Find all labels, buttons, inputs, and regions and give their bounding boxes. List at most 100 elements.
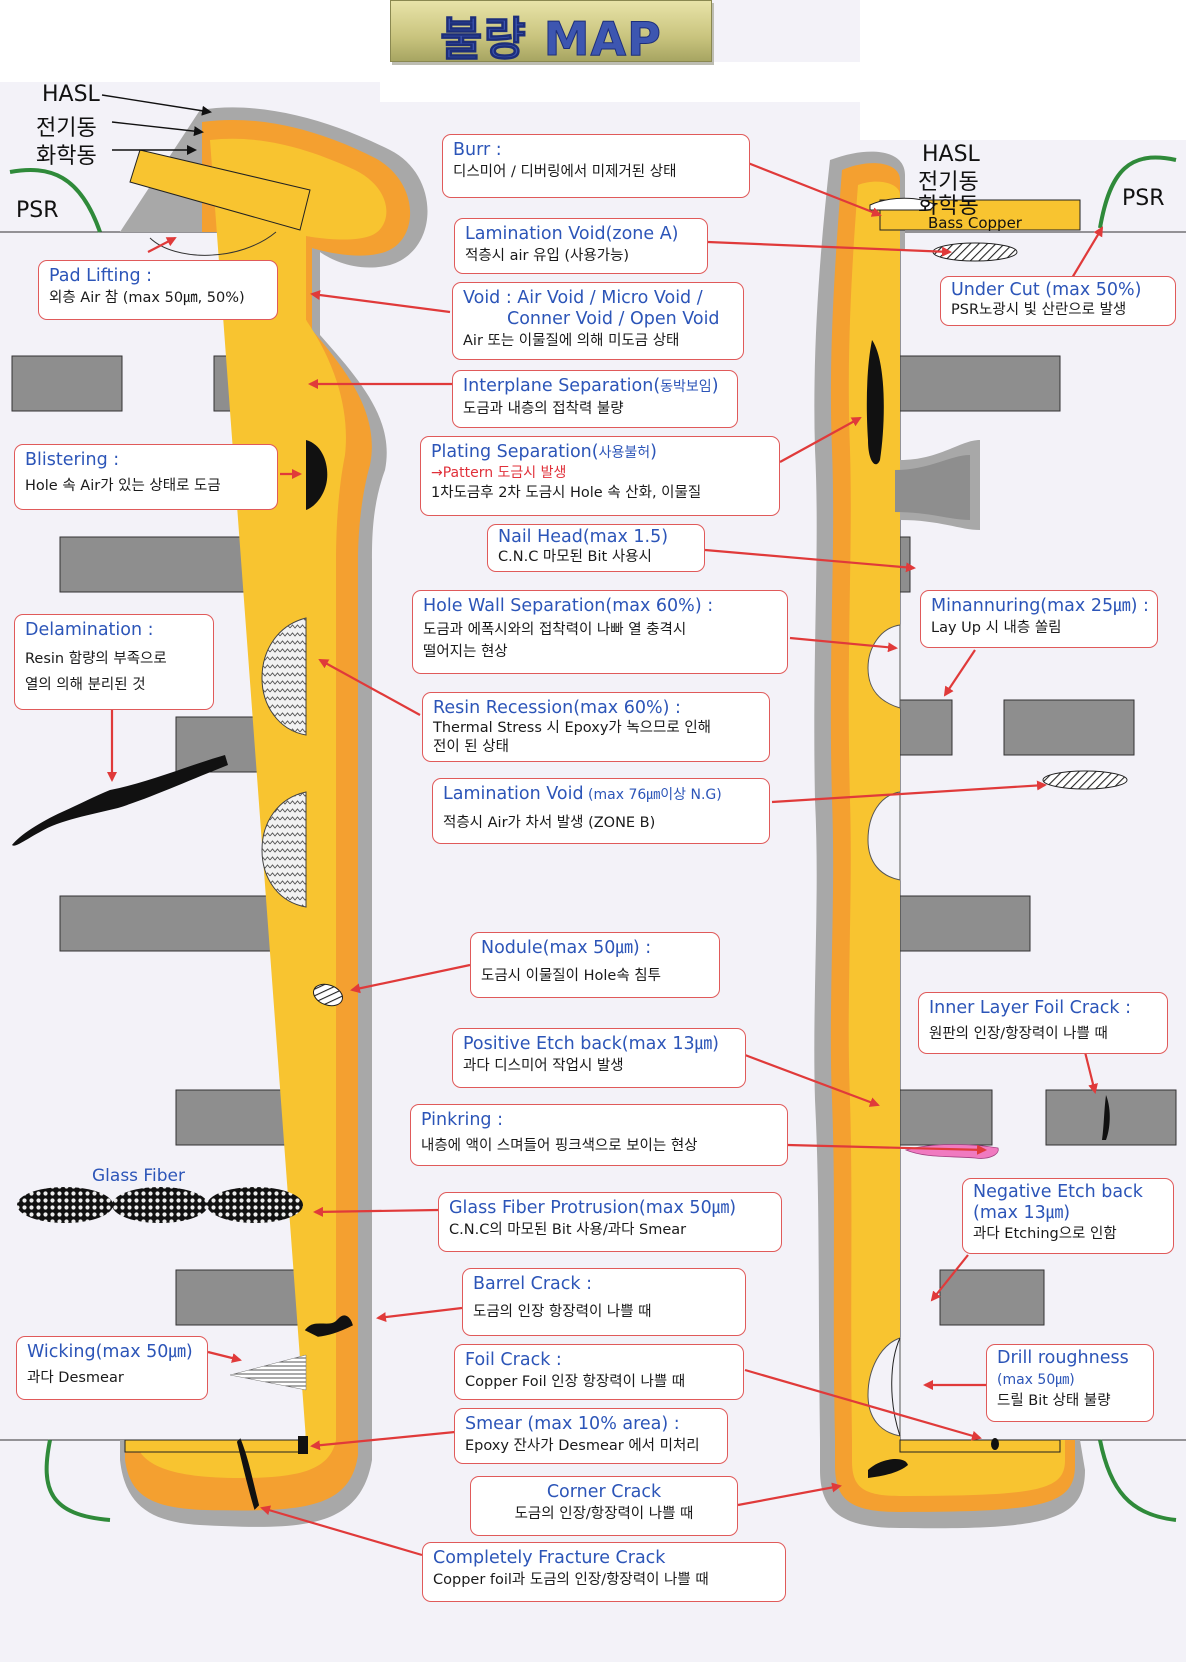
callout-positive-etch-back: Positive Etch back(max 13㎛) 과다 디스미어 작업시 … xyxy=(452,1028,746,1088)
callout-hole-wall-separation: Hole Wall Separation(max 60%) : 도금과 에폭시와… xyxy=(412,590,788,674)
wicking-desc: 과다 Desmear xyxy=(27,1367,197,1389)
base-copper-label: Bass Copper xyxy=(928,214,1022,232)
under-cut-desc: PSR노광시 빛 산란으로 발생 xyxy=(951,301,1165,319)
callout-corner-crack: Corner Crack 도금의 인장/항장력이 나쁠 때 xyxy=(470,1476,738,1536)
callout-pinkring: Pinkring : 내층에 액이 스며들어 핑크색으로 보이는 현상 xyxy=(410,1104,788,1166)
lamination-void-b-title: Lamination Void (max 76㎛이상 N.G) xyxy=(443,784,759,806)
barrel-crack-title: Barrel Crack : xyxy=(473,1274,735,1295)
interplane-separation-title: Interplane Separation(동박보임) xyxy=(463,376,727,398)
lamination-void-b-mark xyxy=(1043,771,1127,789)
callout-glass-fiber-protrusion: Glass Fiber Protrusion(max 50㎛) C.N.C의 마… xyxy=(438,1192,782,1252)
glass-fiber-label: Glass Fiber xyxy=(92,1166,185,1186)
callout-delamination: Delamination : Resin 함량의 부족으로 열의 의해 분리된 … xyxy=(14,614,214,710)
corner-crack-title: Corner Crack xyxy=(481,1482,727,1503)
drill-roughness-desc: 드릴 Bit 상태 불량 xyxy=(997,1391,1143,1411)
smear-desc: Epoxy 잔사가 Desmear 에서 미처리 xyxy=(465,1435,717,1457)
burr-desc: 디스미어 / 디버링에서 미제거된 상태 xyxy=(453,161,739,183)
minannuring-desc: Lay Up 시 내층 쏠림 xyxy=(931,617,1147,639)
hole-wall-separation-desc-2: 떨어지는 현상 xyxy=(423,641,777,663)
callout-lamination-void-b: Lamination Void (max 76㎛이상 N.G) 적층시 Air가… xyxy=(432,778,770,844)
minannuring-title: Minannuring(max 25㎛) : xyxy=(931,596,1147,617)
interplane-separation-desc: 도금과 내층의 접착력 불량 xyxy=(463,398,727,420)
glass-fiber-protrusion-title: Glass Fiber Protrusion(max 50㎛) xyxy=(449,1198,771,1219)
corner-crack-desc: 도금의 인장/항장력이 나쁠 때 xyxy=(481,1503,727,1525)
inner-layer-foil-crack-title: Inner Layer Foil Crack : xyxy=(929,998,1157,1019)
inner-layer-foil-crack-desc: 원판의 인장/항장력이 나쁠 때 xyxy=(929,1023,1157,1045)
positive-etch-back-desc: 과다 디스미어 작업시 발생 xyxy=(463,1055,735,1077)
pinkring-title: Pinkring : xyxy=(421,1110,777,1131)
nodule-title: Nodule(max 50㎛) : xyxy=(481,938,709,959)
callout-pad-lifting: Pad Lifting : 외층 Air 참 (max 50㎛, 50%) xyxy=(38,260,278,320)
hole-wall-separation-title: Hole Wall Separation(max 60%) : xyxy=(423,596,777,617)
callout-interplane-separation: Interplane Separation(동박보임) 도금과 내층의 접착력 … xyxy=(452,370,738,428)
callout-smear: Smear (max 10% area) : Epoxy 잔사가 Desmear… xyxy=(454,1408,728,1464)
lamination-void-a-desc: 적층시 air 유입 (사용가능) xyxy=(465,245,697,267)
page-title: 불량 MAP xyxy=(391,3,711,69)
callout-blistering: Blistering : Hole 속 Air가 있는 상태로 도금 xyxy=(14,444,278,510)
nodule-desc: 도금시 이물질이 Hole속 침투 xyxy=(481,965,709,987)
nail-head-desc: C.N.C 마모된 Bit 사용시 xyxy=(498,548,694,566)
burr-title: Burr : xyxy=(453,140,739,161)
psr-label-left: PSR xyxy=(16,198,59,223)
callout-burr: Burr : 디스미어 / 디버링에서 미제거된 상태 xyxy=(442,134,750,198)
resin-recession-desc: Thermal Stress 시 Epoxy가 녹으므로 인해 xyxy=(433,719,759,738)
glass-fiber-protrusion-desc: C.N.C의 마모된 Bit 사용/과다 Smear xyxy=(449,1219,771,1241)
wicking-title: Wicking(max 50㎛) xyxy=(27,1342,197,1363)
callout-foil-crack: Foil Crack : Copper Foil 인장 항장력이 나쁠 때 xyxy=(454,1344,744,1400)
void-desc: Air 또는 이물질에 의해 미도금 상태 xyxy=(463,330,733,352)
callout-wicking: Wicking(max 50㎛) 과다 Desmear xyxy=(16,1336,208,1400)
title-banner: 불량 MAP xyxy=(390,0,712,62)
void-title-2: Conner Void / Open Void xyxy=(463,309,733,330)
hole-wall-separation-desc: 도금과 에폭시와의 접착력이 나빠 열 충격시 xyxy=(423,619,777,641)
callout-under-cut: Under Cut (max 50%) PSR노광시 빛 산란으로 발생 xyxy=(940,276,1176,326)
blistering-desc: Hole 속 Air가 있는 상태로 도금 xyxy=(25,475,267,497)
resin-recession-title: Resin Recession(max 60%) : xyxy=(433,698,759,719)
smear-title: Smear (max 10% area) : xyxy=(465,1414,717,1435)
lamination-void-b-desc: 적층시 Air가 차서 발생 (ZONE B) xyxy=(443,812,759,834)
blistering-title: Blistering : xyxy=(25,450,267,471)
completely-fracture-crack-desc: Copper foil과 도금의 인장/항장력이 나쁠 때 xyxy=(433,1569,775,1591)
drill-roughness-title: Drill roughness xyxy=(997,1348,1143,1369)
under-cut-title: Under Cut (max 50%) xyxy=(951,280,1165,301)
resin-recession-desc-2: 전이 된 상태 xyxy=(433,738,759,757)
lamination-void-a-title: Lamination Void(zone A) xyxy=(465,224,697,245)
callout-void: Void : Air Void / Micro Void / Conner Vo… xyxy=(452,282,744,360)
callout-minannuring: Minannuring(max 25㎛) : Lay Up 시 내층 쏠림 xyxy=(920,590,1158,648)
plating-separation-desc: 1차도금후 2차 도금시 Hole 속 산화, 이물질 xyxy=(431,482,769,504)
negative-etch-back-desc: 과다 Etching으로 인함 xyxy=(973,1224,1163,1244)
psr-label-right: PSR xyxy=(1122,186,1165,211)
callout-nodule: Nodule(max 50㎛) : 도금시 이물질이 Hole속 침투 xyxy=(470,932,720,998)
callout-lamination-void-a: Lamination Void(zone A) 적층시 air 유입 (사용가능… xyxy=(454,218,708,274)
delamination-desc: Resin 함량의 부족으로 xyxy=(25,645,203,673)
hasl-label-left: HASL xyxy=(42,82,100,107)
plating-separation-note: →Pattern 도금시 발생 xyxy=(431,464,769,482)
foil-crack-desc: Copper Foil 인장 항장력이 나쁠 때 xyxy=(465,1371,733,1393)
negative-etch-back-title: Negative Etch back xyxy=(973,1182,1163,1203)
negative-etch-back-title-2: (max 13㎛) xyxy=(973,1203,1163,1224)
glass-fiber-bundles xyxy=(17,1187,303,1223)
void-title: Void : Air Void / Micro Void / xyxy=(463,288,733,309)
delamination-mark xyxy=(12,755,228,846)
callout-drill-roughness: Drill roughness (max 50㎛) 드릴 Bit 상태 불량 xyxy=(986,1344,1154,1422)
pad-lifting-desc: 외층 Air 참 (max 50㎛, 50%) xyxy=(49,287,267,309)
delamination-title: Delamination : xyxy=(25,620,203,641)
callout-plating-separation: Plating Separation(사용불허) →Pattern 도금시 발생… xyxy=(420,436,780,516)
callout-negative-etch-back: Negative Etch back (max 13㎛) 과다 Etching으… xyxy=(962,1178,1174,1254)
callout-nail-head: Nail Head(max 1.5) C.N.C 마모된 Bit 사용시 xyxy=(487,524,705,572)
wicking-mark xyxy=(230,1355,306,1390)
callout-completely-fracture-crack: Completely Fracture Crack Copper foil과 도… xyxy=(422,1542,786,1602)
foil-crack-title: Foil Crack : xyxy=(465,1350,733,1371)
drill-roughness-title-2: (max 50㎛) xyxy=(997,1369,1143,1391)
delamination-desc-2: 열의 의해 분리된 것 xyxy=(25,673,203,697)
pad-lifting-title: Pad Lifting : xyxy=(49,266,267,287)
callout-inner-layer-foil-crack: Inner Layer Foil Crack : 원판의 인장/항장력이 나쁠 … xyxy=(918,992,1168,1054)
callout-barrel-crack: Barrel Crack : 도금의 인장 항장력이 나쁠 때 xyxy=(462,1268,746,1336)
callout-resin-recession: Resin Recession(max 60%) : Thermal Stres… xyxy=(422,692,770,762)
completely-fracture-crack-title: Completely Fracture Crack xyxy=(433,1548,775,1569)
plating-separation-title: Plating Separation(사용불허) xyxy=(431,442,769,464)
positive-etch-back-title: Positive Etch back(max 13㎛) xyxy=(463,1034,735,1055)
barrel-crack-desc: 도금의 인장 항장력이 나쁠 때 xyxy=(473,1301,735,1323)
chem-copper-label-left: 화학동 xyxy=(36,138,97,170)
pinkring-desc: 내층에 액이 스며들어 핑크색으로 보이는 현상 xyxy=(421,1135,777,1157)
